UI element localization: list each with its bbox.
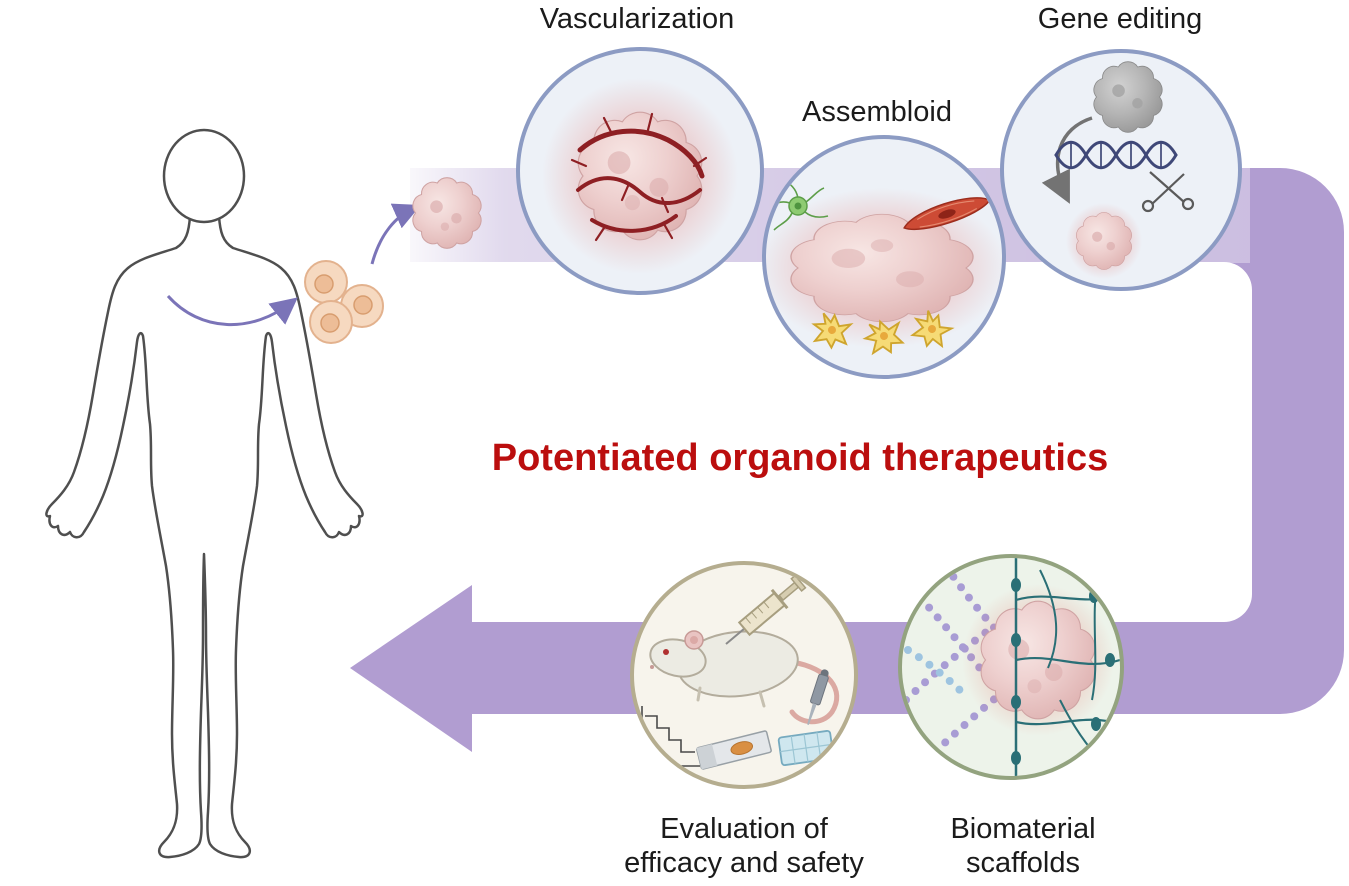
evaluation-station <box>630 561 858 789</box>
syringe-icon <box>725 574 807 645</box>
blood-vessel-network-icon <box>570 112 708 242</box>
harvest-step <box>166 177 482 344</box>
body-to-cells-arrow <box>166 295 298 327</box>
gene-editing-circle-border <box>1000 49 1242 291</box>
biomaterial-circle-border <box>898 554 1124 780</box>
human-body-path <box>45 214 364 859</box>
vascularization-circle-border <box>516 47 764 295</box>
assembloid-station <box>762 135 1006 379</box>
assay-plate-icon <box>777 730 835 766</box>
biomaterial-station <box>898 554 1124 780</box>
vascularization-label: Vascularization <box>539 3 735 35</box>
evaluation-label-line2: efficacy and safety <box>624 847 864 879</box>
harvested-cells-icon <box>304 260 384 344</box>
evaluation-circle-border <box>630 561 858 789</box>
evaluation-label-line1: Evaluation of <box>660 813 828 845</box>
biomaterial-label-line1: Biomaterial <box>950 813 1096 845</box>
scaffolded-organoid-icon <box>980 600 1096 720</box>
lab-mouse-icon <box>649 630 840 725</box>
gene-editing-scissors-icon <box>1141 171 1195 213</box>
gene-editing-label: Gene editing <box>1037 3 1203 35</box>
gene-editing-station <box>1000 49 1242 291</box>
microscope-slide-icon <box>696 730 772 770</box>
pipette-icon <box>807 669 829 725</box>
neuron-cell-icon <box>767 179 829 231</box>
dna-helix-icon <box>1054 140 1178 170</box>
page-title: Potentiated organoid therapeutics <box>491 437 1109 479</box>
edited-organoid-icon <box>1075 212 1133 270</box>
biomaterial-label-line2: scaffolds <box>966 847 1080 879</box>
assembloid-label: Assembloid <box>802 96 952 128</box>
assembloid-circle-border <box>762 135 1006 379</box>
human-body-outline-icon <box>45 128 364 859</box>
human-head <box>162 128 246 224</box>
vascularization-station <box>516 47 764 295</box>
patient-organoid-icon <box>412 177 482 249</box>
fibroblast-cells-icon <box>809 306 956 359</box>
gene-editing-circle <box>1002 51 1240 289</box>
unedited-organoid-icon <box>1093 61 1163 133</box>
cells-to-organoid-arrow <box>370 203 421 265</box>
